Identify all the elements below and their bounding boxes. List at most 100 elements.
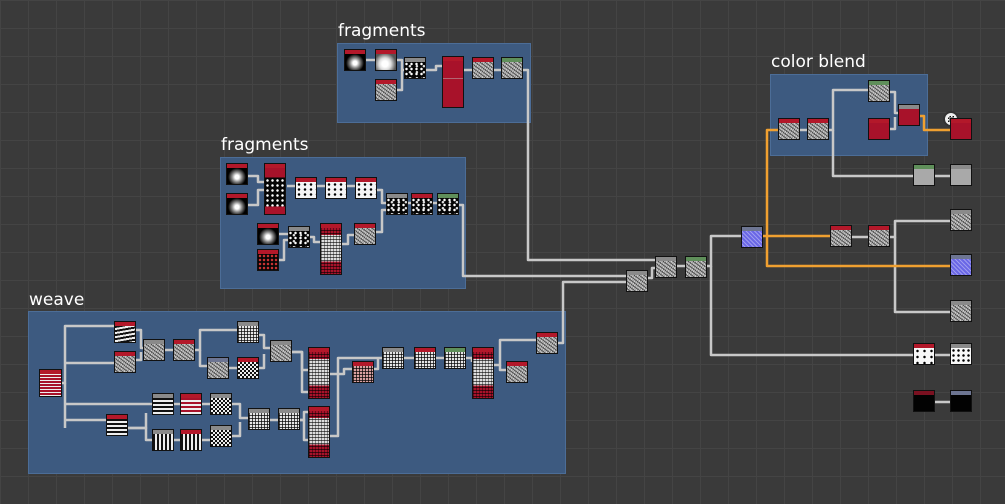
node-output-ao[interactable] — [950, 300, 972, 322]
wire — [523, 68, 655, 262]
node-input-pattern[interactable] — [39, 369, 62, 397]
node-output-roughness[interactable] — [950, 164, 972, 186]
node-radial-gradient[interactable] — [344, 49, 366, 71]
node-merge[interactable] — [626, 270, 648, 292]
node-vstripes[interactable] — [180, 429, 202, 451]
node-tile[interactable] — [325, 177, 347, 199]
node-filter[interactable] — [830, 225, 852, 247]
wire — [829, 88, 868, 132]
node-blend[interactable] — [472, 347, 494, 399]
node-filter[interactable] — [270, 340, 292, 362]
wire — [890, 90, 898, 115]
node-checker[interactable] — [210, 425, 232, 447]
node-filter[interactable] — [354, 223, 376, 245]
node-tile[interactable] — [295, 177, 317, 199]
node-normal[interactable] — [741, 226, 763, 248]
node-weave-cell[interactable] — [237, 321, 259, 343]
node-vstripes[interactable] — [152, 429, 174, 451]
wire — [893, 237, 950, 314]
frame-title: weave — [29, 290, 85, 310]
node-warp[interactable] — [114, 351, 136, 373]
wire — [330, 367, 352, 376]
wire — [259, 333, 270, 350]
node-radial-gradient[interactable] — [375, 49, 397, 71]
node-filter[interactable] — [472, 57, 494, 79]
wire — [136, 328, 143, 350]
node-filter[interactable] — [778, 118, 800, 140]
node-stripes[interactable] — [106, 414, 128, 436]
node-color-blend[interactable] — [898, 104, 920, 126]
node-output-metallic[interactable] — [950, 390, 972, 412]
wire — [292, 350, 308, 394]
wire — [426, 64, 443, 72]
node-filter[interactable] — [536, 332, 558, 354]
wire — [232, 422, 242, 438]
node-scatter[interactable] — [257, 249, 279, 271]
node-tile[interactable] — [355, 177, 377, 199]
node-filter[interactable] — [143, 339, 165, 361]
wire — [890, 117, 897, 131]
node-output-normal[interactable] — [950, 254, 972, 276]
wire — [61, 324, 114, 385]
node-scatter[interactable] — [288, 226, 310, 248]
wire — [232, 402, 248, 420]
wire — [198, 350, 207, 368]
wire — [300, 418, 308, 442]
node-metallic[interactable] — [913, 390, 935, 412]
node-mask[interactable] — [437, 193, 459, 215]
wire — [459, 203, 626, 278]
node-filter[interactable] — [173, 339, 195, 361]
node-blend[interactable] — [308, 406, 330, 458]
node-stripes[interactable] — [180, 393, 202, 415]
node-filter[interactable] — [807, 118, 829, 140]
selected-wire — [765, 236, 950, 268]
node-filter[interactable] — [207, 357, 229, 379]
node-color[interactable] — [868, 118, 890, 140]
wire — [195, 328, 237, 352]
wire — [707, 234, 741, 268]
node-weave-cell[interactable] — [444, 347, 466, 369]
node-weave-cell[interactable] — [248, 408, 270, 430]
wire — [831, 130, 913, 178]
node-filter[interactable] — [868, 225, 890, 247]
node-checker[interactable] — [210, 393, 232, 415]
node-blend[interactable] — [442, 56, 464, 108]
node-scatter[interactable] — [264, 163, 286, 215]
frame-title: color blend — [771, 52, 866, 72]
node-noise[interactable] — [375, 79, 397, 101]
node-radial-gradient[interactable] — [226, 163, 248, 185]
node-roughness[interactable] — [913, 164, 935, 186]
wire — [377, 188, 386, 205]
node-weave-cell[interactable] — [352, 361, 374, 383]
frame-fragments-top[interactable] — [337, 43, 531, 123]
node-mask[interactable] — [411, 193, 433, 215]
node-output-basecolor[interactable] — [950, 118, 972, 140]
wire — [248, 188, 264, 207]
wire — [397, 70, 404, 92]
node-filter[interactable] — [868, 80, 890, 102]
node-filter[interactable] — [501, 57, 523, 79]
node-blend[interactable] — [308, 347, 330, 399]
node-filter[interactable] — [506, 361, 528, 383]
node-blend[interactable] — [320, 223, 342, 275]
node-mask[interactable] — [386, 193, 408, 215]
node-merge[interactable] — [685, 256, 707, 278]
node-output-mask[interactable] — [950, 343, 972, 365]
node-radial-gradient[interactable] — [257, 223, 279, 245]
node-weave-cell[interactable] — [382, 347, 404, 369]
node-weave-cell[interactable] — [414, 347, 436, 369]
wire — [890, 219, 950, 239]
node-output-height[interactable] — [950, 209, 972, 231]
node-mask[interactable] — [913, 343, 935, 365]
node-weave-cell[interactable] — [278, 408, 300, 430]
node-checker[interactable] — [237, 357, 259, 379]
node-merge[interactable] — [655, 256, 677, 278]
frame-title: fragments — [221, 135, 309, 155]
wire — [128, 426, 152, 442]
node-stripes[interactable] — [114, 321, 136, 343]
node-stripes[interactable] — [152, 393, 174, 415]
node-scatter[interactable] — [404, 57, 426, 79]
node-radial-gradient[interactable] — [226, 193, 248, 215]
wire — [292, 350, 308, 372]
